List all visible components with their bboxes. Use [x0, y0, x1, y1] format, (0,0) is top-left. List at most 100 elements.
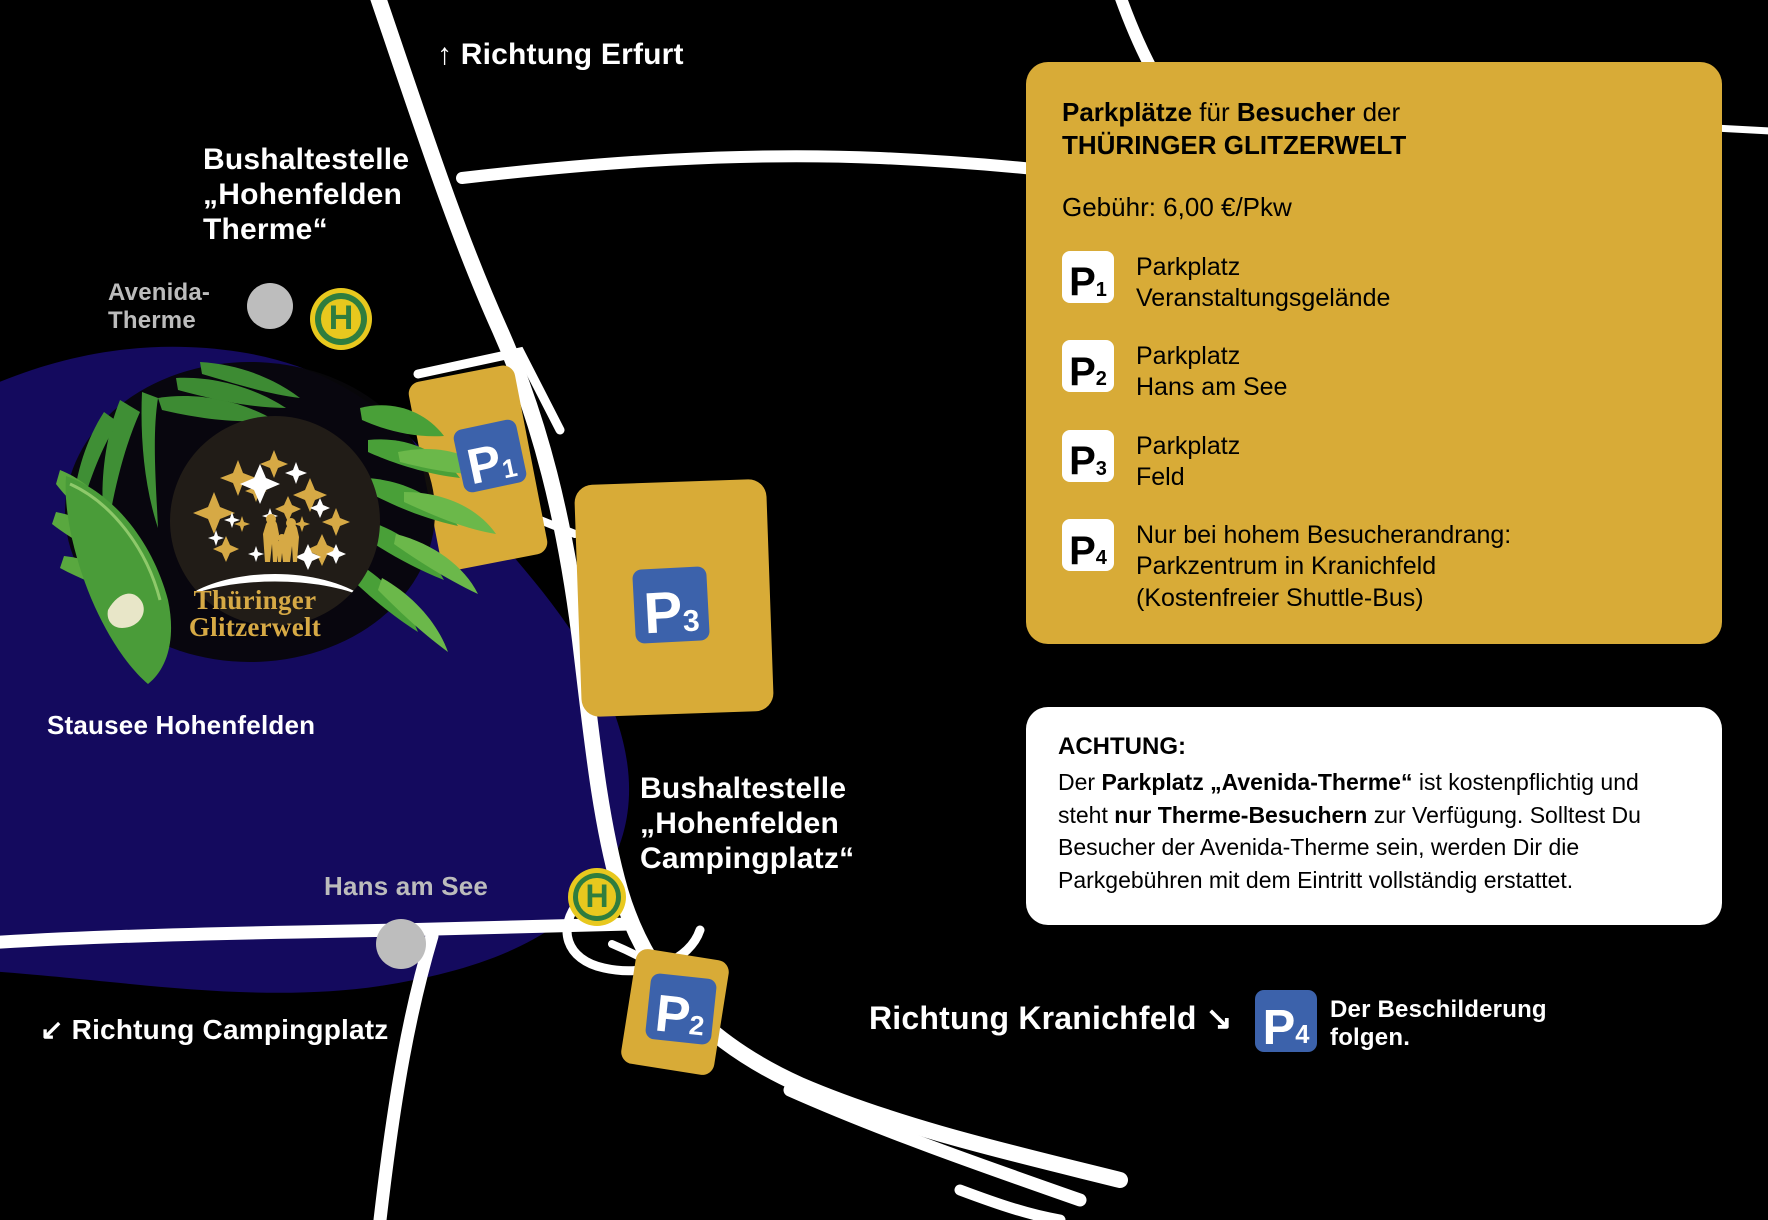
parking-item-line2: Hans am See [1136, 373, 1288, 402]
heading-thueringer-glitzerwelt: THÜRINGER GLITZERWELT [1062, 129, 1407, 160]
logo-artwork [184, 450, 366, 598]
road-campingplatz [0, 917, 637, 949]
road-main-erfurt-kranichfeld [370, 0, 1128, 1188]
notice-panel-achtung: ACHTUNG: Der Parkplatz „Avenida-Therme“ … [1026, 707, 1722, 925]
logo-title-line2: Glitzerwelt [188, 612, 322, 643]
bus-stop-letter: H [321, 299, 361, 339]
direction-label-erfurt: ↑ Richtung Erfurt [437, 38, 684, 73]
parking-item-line1: Parkplatz [1136, 252, 1241, 281]
bus-stop-icon-campingplatz: H [568, 868, 626, 926]
badge-letter: P [1069, 528, 1096, 573]
badge-number: 1 [1095, 278, 1107, 301]
parking-item-line2: Veranstaltungsgelände [1136, 283, 1391, 312]
parking-item-text: Parkplatz Feld [1136, 430, 1240, 494]
parking-item-line1: Parkplatz [1136, 431, 1241, 460]
direction-kranichfeld-text: Richtung Kranichfeld [869, 1000, 1197, 1036]
info-panel-heading: Parkplätze für Besucher der THÜRINGER GL… [1062, 96, 1690, 162]
notice-body: Der Parkplatz „Avenida-Therme“ ist koste… [1058, 766, 1692, 897]
road-bottom-right [783, 1083, 1087, 1207]
parking-sign-letter: P [1262, 1000, 1296, 1055]
bus-stop-label-hohenfelden-campingplatz: Bushaltestelle „Hohenfelden Campingplatz… [640, 772, 854, 876]
place-label-avenida-therme: Avenida- Therme [108, 279, 210, 335]
info-panel-fee: Gebühr: 6,00 €/Pkw [1062, 191, 1292, 222]
bus-stop-ring: H [314, 292, 368, 346]
badge-letter: P [1069, 439, 1096, 484]
parking-item-text: Parkplatz Veranstaltungsgelände [1136, 251, 1390, 315]
parking-item-line2: Feld [1136, 462, 1185, 491]
badge-number: 2 [1095, 368, 1107, 391]
poi-marker-hans-am-see [376, 919, 426, 969]
badge-number: 3 [1095, 457, 1107, 480]
notice-text-3: zur Verfügung. Solltest Du Besucher der … [1058, 801, 1641, 893]
badge-number: 4 [1095, 547, 1107, 570]
poi-marker-avenida-therme [247, 283, 293, 329]
heading-der: der [1355, 97, 1401, 127]
parking-sign-number: 3 [681, 604, 701, 639]
footer-sign-instruction: Der Beschilderung folgen. [1330, 996, 1547, 1052]
family-silhouette [263, 514, 299, 562]
heading-parkplaetze: Parkplätze [1062, 97, 1193, 127]
footer-instruction-line1: Der Beschilderung [1330, 996, 1547, 1023]
parking-item-line1: Parkplatz [1136, 342, 1241, 370]
footer-instruction-line2: folgen. [1330, 1023, 1411, 1051]
road-loop-campingplatz [562, 895, 705, 976]
arrow-up-icon: ↑ [437, 38, 453, 71]
badge-letter: P [1069, 260, 1096, 305]
parking-item-text: Parkplatz Hans am See [1136, 340, 1287, 404]
parking-item-text: Nur bei hohem Besucherandrang: Parkzentr… [1136, 519, 1511, 614]
notice-text-1: Der [1058, 769, 1102, 795]
road-bottom-left-corner [954, 1184, 1066, 1220]
notice-title: ACHTUNG: [1058, 733, 1186, 760]
bus-stop-label-hohenfelden-therme: Bushaltestelle „Hohenfelden Therme“ [203, 143, 409, 247]
bus-stop-camping-line3: Campingplatz“ [640, 841, 855, 875]
bus-stop-camping-line1: Bushaltestelle [640, 772, 847, 805]
parking-sign-letter: P [642, 579, 685, 647]
bus-stop-letter: H [578, 878, 616, 916]
road-p1-access [413, 346, 565, 435]
bus-stop-therme-line3: Therme“ [203, 212, 328, 246]
bus-stop-ring: H [572, 872, 622, 922]
parking-sign-number: 4 [1295, 1021, 1310, 1050]
road-campingplatz-diagonal [373, 929, 439, 1220]
heading-fuer: für [1192, 97, 1237, 127]
arrow-down-left-icon: ↙ [40, 1014, 64, 1045]
logo-disc [170, 416, 380, 626]
notice-text-2: ist kostenpflichtig und steht [1058, 769, 1639, 828]
heading-besucher: Besucher [1236, 97, 1356, 127]
badge-letter: P [1069, 349, 1096, 394]
place-label-hans-am-see: Hans am See [324, 871, 489, 901]
place-label-stausee-hohenfelden: Stausee Hohenfelden [47, 710, 316, 740]
notice-bold-nur-therme: nur Therme-Besuchern [1114, 801, 1368, 828]
road-p1-connector [536, 516, 579, 538]
direction-label-kranichfeld: Richtung Kranichfeld ↘ [869, 1000, 1233, 1037]
notice-bold-avenida: Parkplatz „Avenida-Therme“ [1101, 769, 1413, 795]
direction-erfurt-text: Richtung Erfurt [460, 38, 684, 71]
parking-sign-letter: P [652, 984, 694, 1046]
arrow-down-right-icon: ↘ [1205, 1000, 1233, 1036]
bus-stop-icon-therme: H [310, 288, 372, 350]
parking-item-line2: Parkzentrum in Kranichfeld [1136, 552, 1437, 581]
bus-stop-camping-line2: „Hohenfelden [640, 806, 840, 840]
logo-title-line1: Thüringer [193, 584, 317, 615]
thueringer-glitzerwelt-logo: Thüringer Glitzerwelt [60, 368, 450, 658]
logo-title: Thüringer Glitzerwelt [60, 584, 450, 643]
avenida-line2: Therme [108, 306, 196, 334]
parking-item-line1: Nur bei hohem Besucherandrang: [1136, 521, 1512, 549]
direction-label-campingplatz: ↙ Richtung Campingplatz [40, 1014, 389, 1046]
parking-item-line3: (Kostenfreier Shuttle-Bus) [1136, 583, 1424, 612]
bus-stop-therme-line1: Bushaltestelle [203, 143, 410, 176]
avenida-line1: Avenida- [108, 279, 211, 306]
